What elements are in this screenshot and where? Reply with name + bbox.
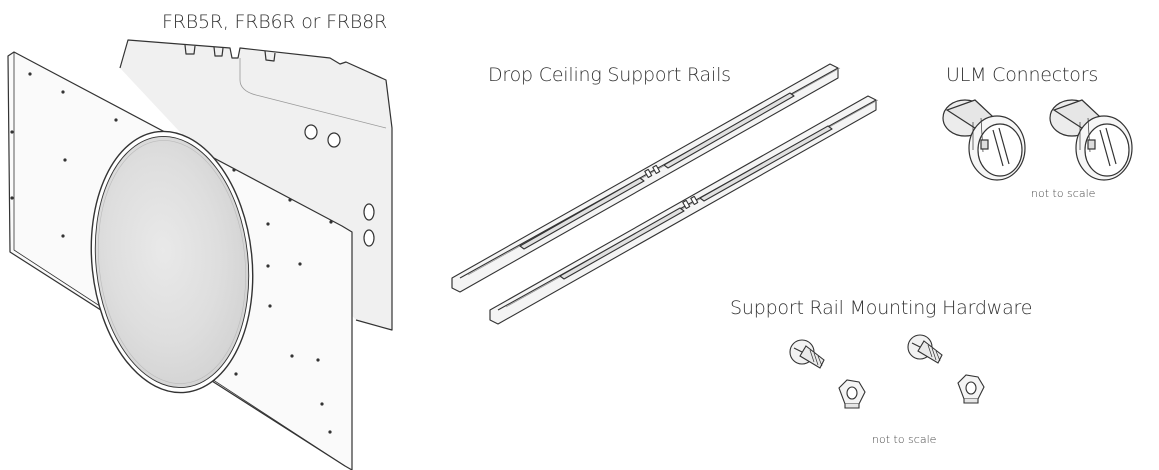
hardware-not-to-scale-note: not to scale: [872, 433, 937, 446]
backbox-illustration: [7, 39, 393, 470]
hardware-label: Support Rail Mounting Hardware: [730, 297, 1033, 319]
support-rail-icon: [451, 63, 879, 325]
ulm-connector-icon: [942, 99, 1133, 181]
backbox-label: FRB5R, FRB6R or FRB8R: [162, 11, 387, 33]
nut-icon: [838, 374, 985, 409]
screw-icon: [789, 334, 943, 369]
ulm-not-to-scale-note: not to scale: [1031, 187, 1096, 200]
rails-label: Drop Ceiling Support Rails: [488, 64, 731, 86]
ulm-connectors-label: ULM Connectors: [946, 64, 1099, 86]
